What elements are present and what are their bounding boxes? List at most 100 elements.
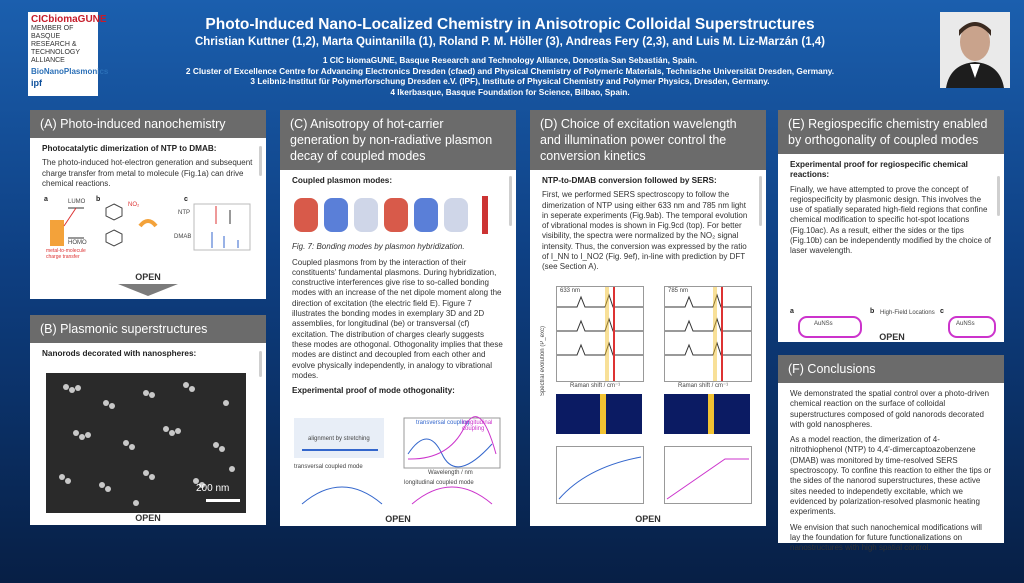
panel-e-subheading: Experimental proof for regiospecific che…	[790, 160, 968, 180]
fig7-caption: Fig. 7: Bonding modes by plasmon hybridi…	[292, 242, 465, 252]
fig7-modes	[294, 196, 488, 235]
conclusion-p1: We demonstrated the spatial control over…	[790, 389, 990, 429]
sem-image: 200 nm	[46, 373, 246, 513]
fig9b-lines	[665, 287, 751, 381]
fig10c-aunss: AuNSs	[956, 321, 975, 327]
affiliation-3: 3 Leibniz-Institut für Polymerforschung …	[250, 76, 770, 86]
figure-9: 633 nm 785 nm Raman shift / cm⁻¹ Raman s…	[540, 286, 754, 514]
fig1-lumo: LUMO	[68, 199, 86, 205]
fig10-label-b: b	[870, 308, 875, 315]
panel-c: (C) Anisotropy of hot-carrier generation…	[280, 110, 516, 526]
figure-8: alignment by stretching transversal coup…	[292, 414, 504, 506]
fig9a-xlabel: Raman shift / cm⁻¹	[570, 383, 621, 389]
figure-10: a b c AuNSs High-Field Locations AuNSs	[790, 308, 996, 338]
panel-d-open-label[interactable]: OPEN	[635, 514, 661, 524]
fig9b-spectra	[664, 286, 752, 382]
panel-c-text: Coupled plasmons from by the interaction…	[292, 257, 503, 380]
fig8-longitudinal: longitudinal coupling	[462, 420, 493, 432]
fig8-stretch: alignment by stretching	[308, 436, 370, 442]
panel-e-scrollbar[interactable]	[997, 176, 1000, 216]
fig9c-heatmap	[556, 394, 642, 434]
affiliation-2: 2 Cluster of Excellence Centre for Advan…	[185, 65, 835, 76]
conclusion-p2: As a model reaction, the dimerization of…	[790, 435, 992, 517]
fig1-homo: HOMO	[68, 240, 87, 246]
fig9f-curve	[666, 458, 749, 500]
panel-d-scrollbar[interactable]	[759, 176, 762, 226]
panel-d-text: First, we performed SERS spectroscopy to…	[542, 190, 748, 272]
fig8-l-mode: longitudinal coupled mode	[404, 480, 474, 486]
panel-d-subheading: NTP-to-DMAB conversion followed by SERS:	[542, 176, 717, 185]
fig10-label-c: c	[940, 308, 944, 315]
panel-f: (F) Conclusions We demonstrated the spat…	[778, 355, 1004, 552]
fig8-t-mode: transversal coupled mode	[294, 464, 363, 470]
panel-a-heading: (A) Photo-induced nanochemistry	[30, 110, 266, 138]
fig1-label-a: a	[44, 196, 48, 203]
sem-scalebar-label: 200 nm	[196, 483, 230, 494]
sem-particles	[59, 382, 240, 506]
panel-a-subheading: Photocatalytic dimerization of NTP to DM…	[42, 144, 217, 153]
fig1-label-b: b	[96, 196, 101, 203]
fig9a-spectra	[556, 286, 644, 382]
fig1-caption: metal-to-molecule charge transfer	[46, 248, 86, 260]
fig1-label-c: c	[184, 196, 188, 203]
fig9a-lines	[557, 287, 643, 381]
affiliation-4: 4 Ikerbasque, Basque Foundation for Scie…	[390, 86, 630, 97]
panel-b-subheading: Nanorods decorated with nanospheres:	[42, 349, 197, 358]
panel-e-text: Finally, we have attempted to prove the …	[790, 184, 992, 256]
bnp-logo: BioNanoPlasmonics	[31, 67, 109, 76]
panel-c-subheading-2: Experimental proof of mode othogonality:	[292, 386, 455, 396]
figure-1: a b c LUMO HOMO NO₂ NTP DMAB metal-to-mo…	[44, 196, 254, 260]
poster-header: CICbiomaGUNE MEMBER OF BASQUE RESEARCH &…	[0, 0, 1024, 100]
panel-f-heading: (F) Conclusions	[778, 355, 1004, 383]
panel-b-open-label[interactable]: OPEN	[135, 513, 161, 523]
conclusion-p3: We envision that such nanochemical modif…	[790, 522, 982, 553]
fig8-drawing	[294, 416, 501, 505]
fig10c-rod	[948, 316, 996, 338]
panel-a: (A) Photo-induced nanochemistry Photocat…	[30, 110, 266, 299]
logo-panel: CICbiomaGUNE MEMBER OF BASQUE RESEARCH &…	[28, 12, 109, 96]
panel-a-open-label[interactable]: OPEN	[135, 272, 161, 282]
poster-title: Photo-Induced Nano-Localized Chemistry i…	[205, 16, 815, 33]
fig9e-curve	[558, 456, 642, 500]
fig10b-hfl: High-Field Locations	[880, 310, 935, 316]
fig8-transverse: transversal coupling	[416, 420, 470, 426]
cic-logo: CICbiomaGUNE	[31, 14, 107, 25]
affiliation-1: 1 CIC biomaGUNE, Basque Research and Tec…	[322, 55, 698, 65]
fig9-ylabel: Spectral evolution (P_exc)	[540, 326, 546, 397]
fig1-ntp: NTP	[178, 210, 190, 216]
fig10a-rod	[798, 316, 862, 338]
cic-logo-sub: MEMBER OF BASQUE RESEARCH & TECHNOLOGY A…	[31, 25, 80, 64]
panel-e-open-label[interactable]: OPEN	[862, 332, 922, 342]
fig9a-633: 633 nm	[560, 288, 581, 294]
panel-d: (D) Choice of excitation wavelength and …	[530, 110, 766, 526]
portrait-image	[940, 12, 1010, 88]
panel-b: (B) Plasmonic superstructures Nanorods d…	[30, 315, 266, 525]
fig1-no2: NO₂	[128, 202, 140, 208]
fig10a-aunss: AuNSs	[814, 321, 833, 327]
panel-c-subheading: Coupled plasmon modes:	[292, 176, 393, 185]
author-photo	[940, 12, 1010, 88]
panel-a-open-arrow-icon[interactable]	[118, 284, 178, 296]
panel-d-heading: (D) Choice of excitation wavelength and …	[530, 110, 766, 170]
fig8-xlabel: Wavelength / nm	[428, 470, 473, 476]
panel-b-heading: (B) Plasmonic superstructures	[30, 315, 266, 343]
panel-c-open-label[interactable]: OPEN	[385, 514, 411, 524]
fig9e-kinetics	[556, 446, 644, 504]
fig10-label-a: a	[790, 308, 794, 315]
fig9d-heatmap	[664, 394, 750, 434]
panel-a-text: The photo-induced hot-electron generatio…	[42, 158, 253, 188]
panel-e-heading: (E) Regiospecific chemistry enabled by o…	[778, 110, 1004, 154]
fig9b-xlabel: Raman shift / cm⁻¹	[678, 383, 729, 389]
panel-b-scrollbar[interactable]	[259, 351, 262, 377]
fig9b-785: 785 nm	[668, 288, 689, 294]
panel-e: (E) Regiospecific chemistry enabled by o…	[778, 110, 1004, 342]
author-list: Christian Kuttner (1,2), Marta Quintanil…	[194, 36, 826, 48]
affiliations: 1 CIC biomaGUNE, Basque Research and Tec…	[150, 55, 870, 97]
fig9f-kinetics	[664, 446, 752, 504]
panel-c-scrollbar[interactable]	[509, 176, 512, 226]
panel-a-scrollbar[interactable]	[259, 146, 262, 176]
panel-c-heading: (C) Anisotropy of hot-carrier generation…	[280, 110, 516, 170]
fig1-drawing	[50, 203, 251, 251]
fig1-dmab: DMAB	[174, 234, 192, 240]
ipf-logo: ipf	[31, 78, 42, 88]
